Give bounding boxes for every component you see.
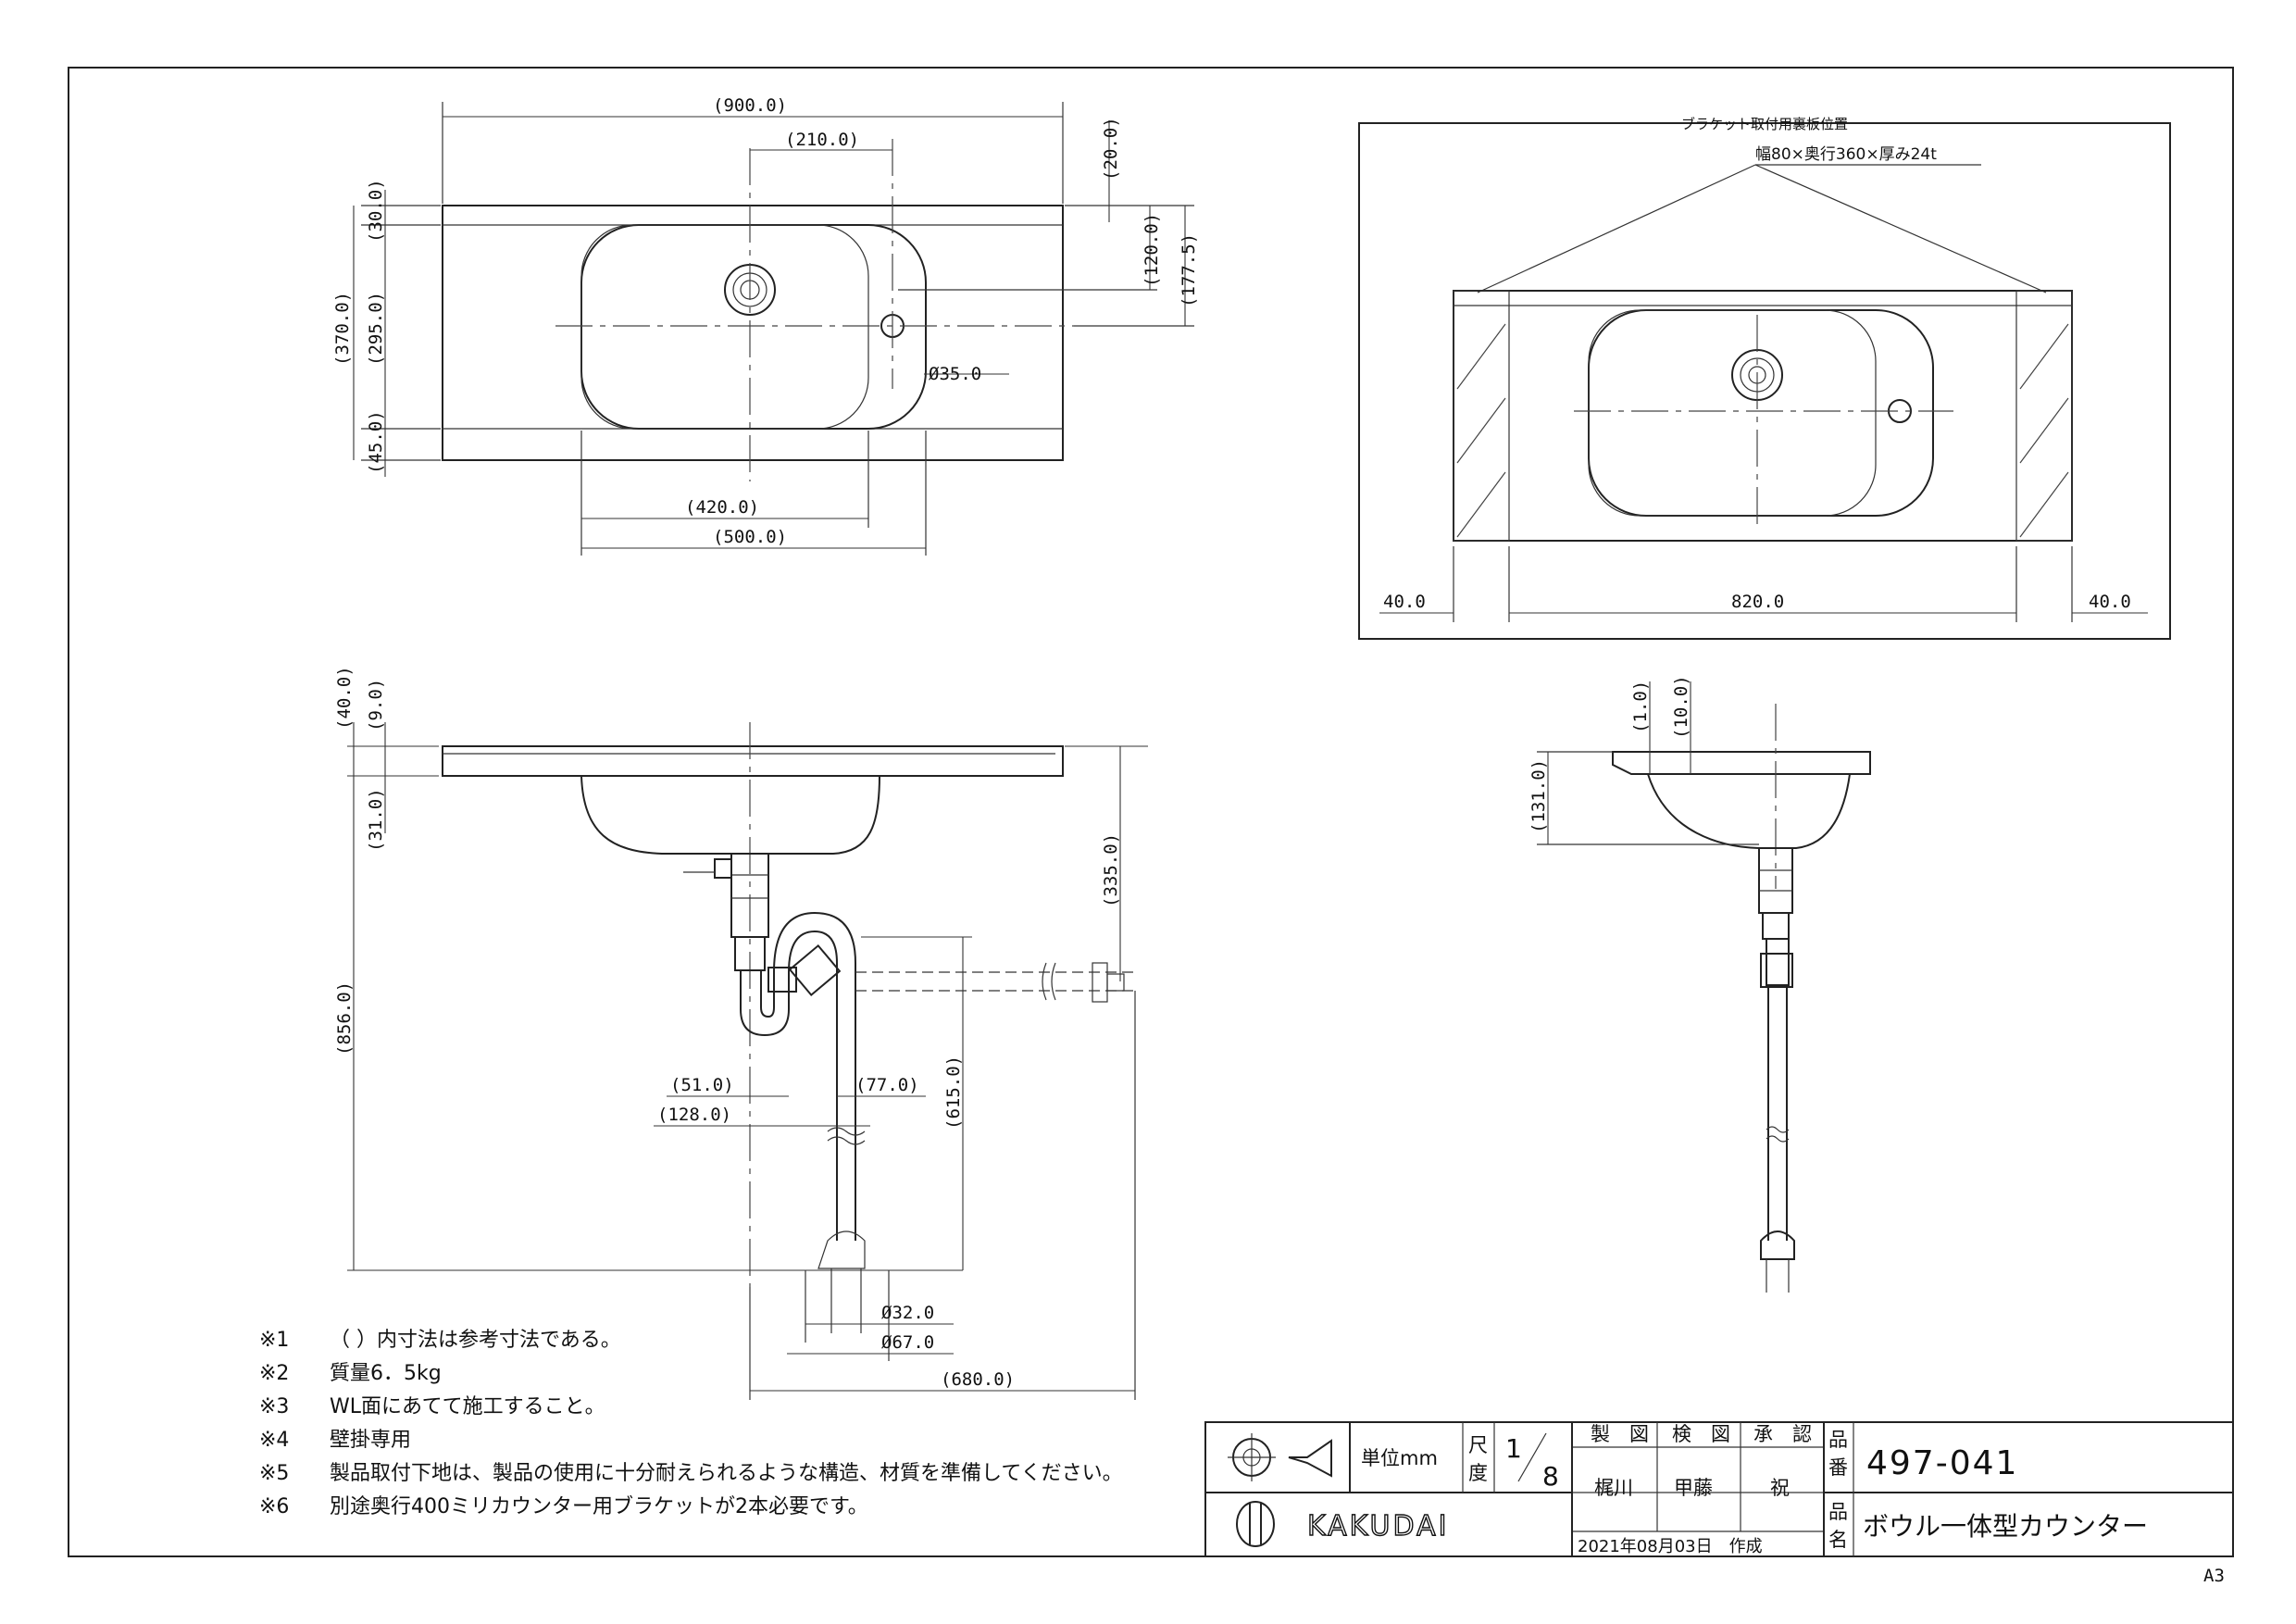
dim-pipe-d2: Ø67.0	[881, 1332, 934, 1353]
dim-trap-a: (51.0)	[670, 1075, 734, 1095]
dim-pipe-d1: Ø32.0	[881, 1303, 934, 1323]
bracket-plate-left	[1453, 290, 1510, 542]
dim-top-thick: (40.0)	[334, 666, 355, 730]
dim-drain-height: (335.0)	[1101, 833, 1121, 907]
dim-wall-dist: (680.0)	[941, 1369, 1015, 1390]
sheet-size: A3	[2203, 1566, 2225, 1586]
note-mark: ※6	[259, 1495, 289, 1518]
scale-den: 8	[1542, 1461, 1559, 1492]
note-mark: ※3	[259, 1395, 289, 1418]
dim-drain-offset-y: (177.5)	[1179, 233, 1199, 307]
bowl-back-inner	[1588, 309, 1877, 517]
dim-back-depth: (30.0)	[366, 179, 386, 243]
dim-drain-offset: (210.0)	[785, 130, 859, 150]
side-dim-d2: (10.0)	[1671, 675, 1691, 739]
checked-by: 甲藤	[1674, 1477, 1713, 1499]
top-view: (900.0) (210.0) (420.0) (500.0) Ø35.0 (3…	[332, 95, 1199, 556]
drawn-by: 梶川	[1594, 1477, 1633, 1499]
side-dim-d3: (131.0)	[1529, 759, 1549, 833]
dim-bowl-width: (420.0)	[685, 497, 759, 518]
name-label-1: 品	[1828, 1501, 1848, 1523]
dim-bowl-drop: (31.0)	[366, 788, 386, 852]
note-text: 質量6．5kg	[330, 1362, 442, 1385]
counter-outline	[442, 205, 1064, 461]
bracket-spec: 幅80×奥行360×厚み24t	[1755, 145, 1937, 164]
dim-trap-b: (77.0)	[855, 1075, 919, 1095]
bracket-view: ブラケット取付用裏板位置 幅80×奥行360×厚み24t 40.0 820.0 …	[1358, 116, 2171, 640]
dim-bowl-outer: (500.0)	[713, 527, 787, 547]
bracket-dim-center: 820.0	[1731, 592, 1784, 612]
dim-total-height: (856.0)	[334, 981, 355, 1056]
bracket-dim-right: 40.0	[2089, 592, 2131, 612]
note-mark: ※4	[259, 1429, 289, 1452]
scale-label-1: 尺	[1468, 1434, 1488, 1456]
bracket-plate-right	[2015, 290, 2073, 542]
dim-tap-offset-y: (120.0)	[1142, 213, 1162, 287]
scale-num: 1	[1505, 1433, 1522, 1464]
approved-header: 承 認	[1753, 1423, 1812, 1445]
side-counter-outline	[1612, 751, 1871, 775]
side-view: (1.0) (10.0) (131.0)	[1529, 675, 1871, 1293]
counter-front-outline	[442, 745, 1064, 777]
note-text: （ ）内寸法は参考寸法である。	[330, 1329, 621, 1352]
dim-tap-hole: Ø35.0	[929, 364, 981, 384]
name-label-2: 名	[1828, 1529, 1848, 1551]
kakudai-logo-icon	[1236, 1501, 1275, 1547]
side-dim-d1: (1.0)	[1630, 681, 1651, 733]
sheet-border	[68, 67, 2234, 1557]
title-block: 単位mm 尺 度 1 8 製 図 検 図 承 認 梶川 甲藤 祝 2021年08…	[1204, 1421, 2234, 1557]
part-number: 497-041	[1866, 1444, 2018, 1482]
dim-trap-height: (615.0)	[943, 1056, 964, 1130]
side-bowl-section	[1647, 773, 1851, 849]
bowl-section	[580, 775, 880, 855]
bowl-outer	[580, 224, 927, 430]
note-mark: ※5	[259, 1462, 289, 1485]
bracket-frame	[1358, 122, 2171, 640]
creation-date: 2021年08月03日 作成	[1578, 1537, 1763, 1556]
dim-overall-width: (900.0)	[713, 95, 787, 116]
dim-lip: (9.0)	[366, 679, 386, 731]
company-logo: KAKUDAI	[1307, 1510, 1449, 1543]
bracket-dim-left: 40.0	[1383, 592, 1426, 612]
note-text: WL面にあてて施工すること。	[330, 1395, 605, 1418]
counter-back-outline	[1453, 290, 2073, 542]
checked-header: 検 図	[1672, 1423, 1730, 1445]
part-no-label-1: 品	[1828, 1429, 1848, 1451]
bowl-inner	[580, 224, 869, 430]
s-trap	[740, 930, 838, 1241]
trap-connector	[734, 936, 766, 971]
dim-trap-c: (128.0)	[657, 1105, 731, 1125]
front-view: (40.0) (9.0) (31.0) (856.0) (335.0) (615…	[334, 666, 1148, 1400]
bowl-back-outer	[1588, 309, 1934, 517]
notes: ※1 （ ）内寸法は参考寸法である。 ※2 質量6．5kg ※3 WL面にあてて…	[259, 1329, 1123, 1518]
dim-bowl-depth: (295.0)	[366, 292, 386, 366]
note-text: 製品取付下地は、製品の使用に十分耐えられるような構造、材質を準備してください。	[330, 1462, 1123, 1485]
dim-overall-depth: (370.0)	[332, 292, 353, 366]
bracket-label: ブラケット取付用裏板位置	[1681, 116, 1848, 132]
note-mark: ※1	[259, 1329, 289, 1352]
note-text: 壁掛専用	[330, 1429, 411, 1452]
part-no-label-2: 番	[1828, 1456, 1848, 1479]
note-mark: ※2	[259, 1362, 289, 1385]
approved-by: 祝	[1770, 1477, 1790, 1499]
drawn-header: 製 図	[1591, 1423, 1649, 1445]
part-name: ボウル一体型カウンター	[1863, 1511, 2148, 1542]
unit-label: 単位mm	[1361, 1447, 1438, 1469]
dim-front-depth: (45.0)	[366, 410, 386, 474]
scale-label-2: 度	[1468, 1462, 1488, 1484]
dim-top-margin: (20.0)	[1101, 117, 1121, 181]
projection-symbol-icon	[1228, 1433, 1332, 1481]
note-text: 別途奥行400ミリカウンター用ブラケットが2本必要です。	[330, 1495, 868, 1518]
